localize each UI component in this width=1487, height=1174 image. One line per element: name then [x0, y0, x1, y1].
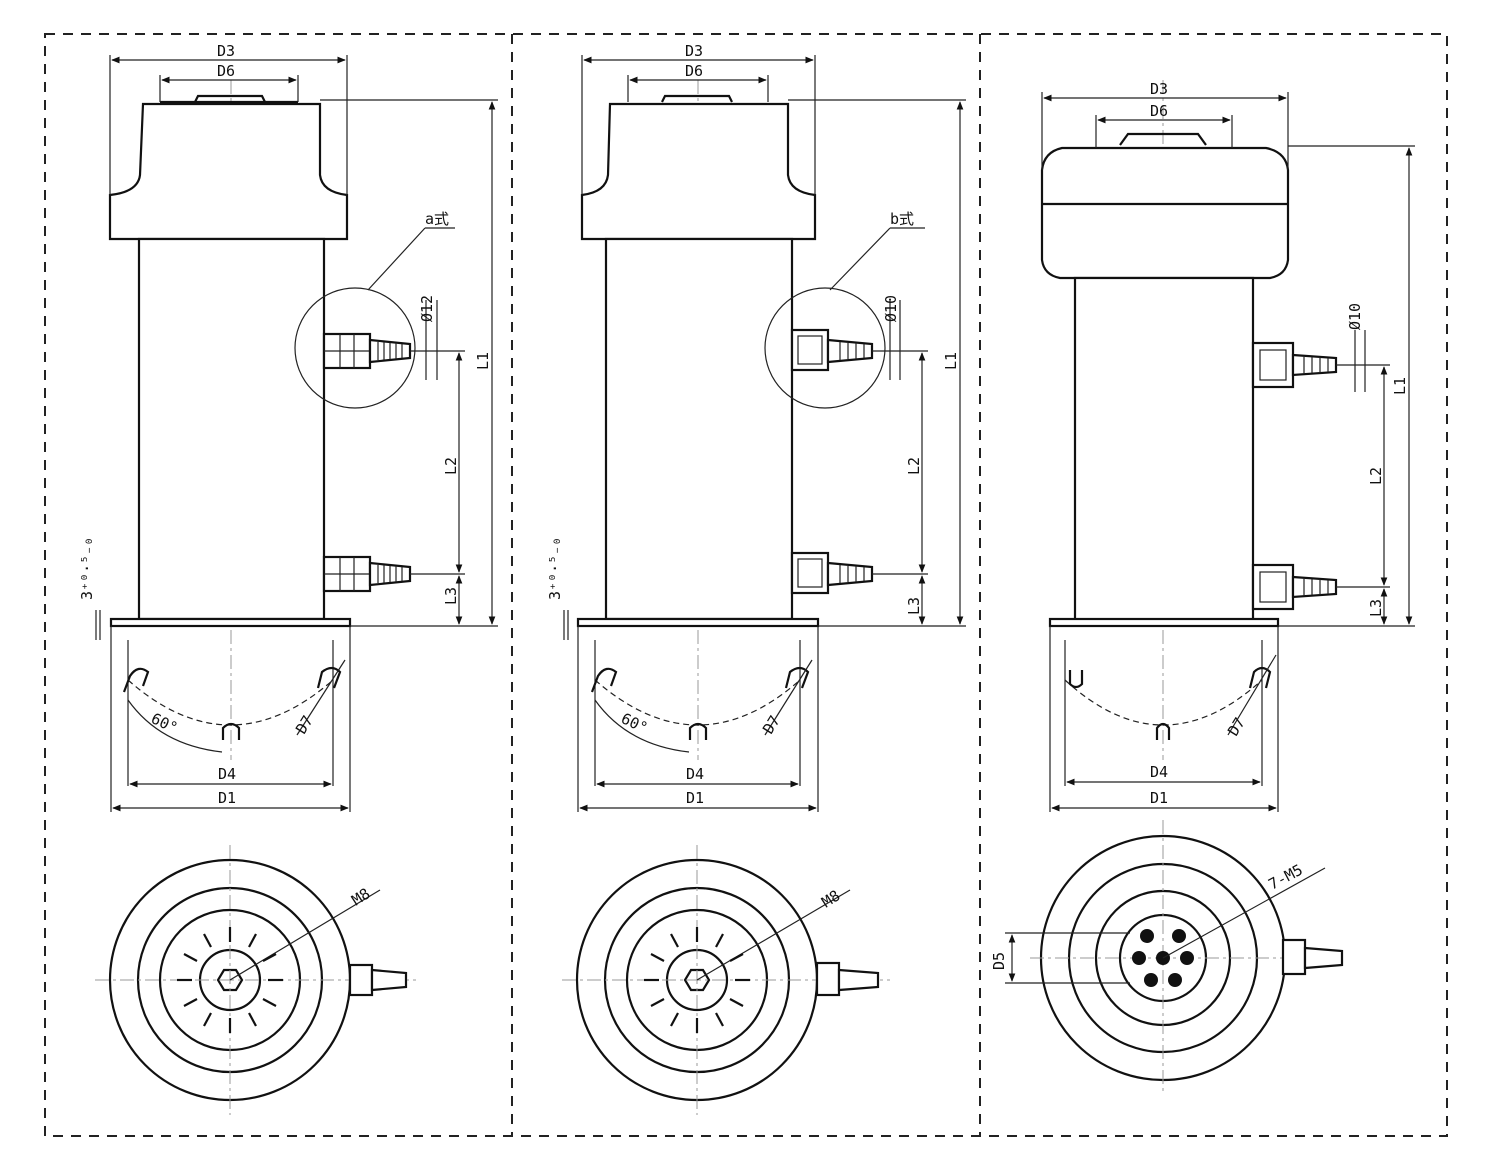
dim-label-d4: D4	[218, 765, 236, 783]
dim-label-port: Ø12	[418, 295, 436, 322]
plan-view-b: M8	[562, 845, 890, 1115]
dim-label-d1: D1	[218, 789, 236, 807]
dim-label-d4: D4	[686, 765, 704, 783]
drawing-frame	[44, 33, 1448, 1137]
slot-label: D7	[1224, 714, 1249, 739]
angle-label: 60°	[148, 709, 180, 737]
dim-label-l1: L1	[942, 352, 960, 370]
detail-label-b: b式	[890, 210, 914, 228]
dim-label-d6: D6	[685, 62, 703, 80]
dim-label-l2: L2	[905, 457, 923, 475]
dim-label-d1: D1	[686, 789, 704, 807]
thread-label: M8	[818, 886, 843, 911]
dim-label-l2: L2	[442, 457, 460, 475]
port-fitting-upper	[790, 328, 874, 372]
port-fitting-lower	[1251, 563, 1338, 611]
dim-label-l3: L3	[905, 597, 923, 615]
dim-label-d3: D3	[685, 42, 703, 60]
port-fitting-lower	[322, 555, 412, 593]
thread-label: M8	[348, 884, 373, 909]
detail-label-a: a式	[425, 210, 449, 228]
dim-label-port: Ø10	[1346, 303, 1364, 330]
dim-label-d6: D6	[217, 62, 235, 80]
plan-view-c: 7-M5 D5	[990, 820, 1344, 1095]
dim-label-d5: D5	[990, 952, 1008, 970]
port-fitting-upper	[322, 332, 412, 370]
tolerance-label: 3⁺⁰·⁵₋₀	[546, 537, 564, 600]
panel-b: b式 D3 D6 L1 L2 L3 Ø10 3⁺⁰·⁵₋₀ 60°	[546, 42, 966, 1115]
thread-label: 7-M5	[1265, 861, 1305, 894]
tolerance-label: 3⁺⁰·⁵₋₀	[78, 537, 96, 600]
dim-label-d4: D4	[1150, 763, 1168, 781]
dim-label-port: Ø10	[882, 295, 900, 322]
slot-label: D7	[759, 712, 784, 737]
dim-label-l3: L3	[1367, 599, 1385, 617]
dim-label-l1: L1	[1391, 377, 1409, 395]
slot-label: D7	[292, 712, 317, 737]
dim-label-d1: D1	[1150, 789, 1168, 807]
panel-c: D3 D6 L1 L2 L3 Ø10 D7 D4 D1	[990, 80, 1415, 1095]
dim-label-d6: D6	[1150, 102, 1168, 120]
panel-a: a式 D3 D6 L1 L2 L3 Ø12 3⁺⁰·⁵₋₀	[78, 42, 498, 1115]
port-fitting-upper	[1251, 341, 1338, 389]
dim-label-d3: D3	[217, 42, 235, 60]
port-fitting-lower	[790, 551, 874, 595]
dim-label-l2: L2	[1367, 467, 1385, 485]
dim-label-l1: L1	[474, 352, 492, 370]
dim-label-d3: D3	[1150, 80, 1168, 98]
dim-label-l3: L3	[442, 587, 460, 605]
plan-view-a: M8	[95, 845, 420, 1115]
